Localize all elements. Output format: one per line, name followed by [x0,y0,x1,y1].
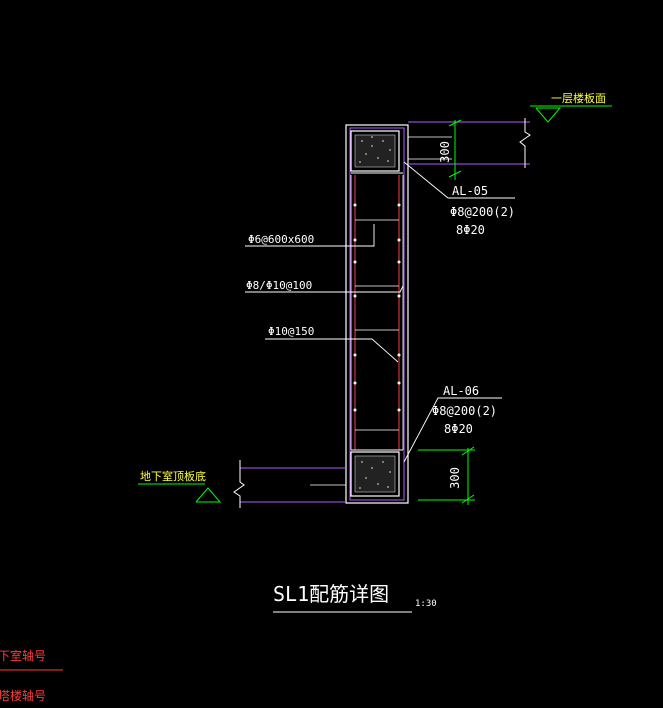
rebar-dots [353,203,401,412]
legend-tower-axis: 塔楼轴号 [0,688,46,703]
bottom-level-label: 地下室顶板底 [140,469,206,483]
top-slab [408,118,531,168]
drawing-title: SL1配筋详图 [273,582,389,606]
top-dimension [448,119,462,180]
top-dimension-value: 300 [438,141,452,163]
al06-leader [403,397,502,463]
legend-basement-axis: 下室轴号 [0,648,46,663]
beam-al06-section [350,451,400,497]
beam-al05-section [350,130,400,172]
wall-outer-outline [345,124,409,504]
top-break-line [519,118,531,168]
horizontal-bars-label: Φ8/Φ10@100 [246,279,312,292]
bottom-break-line [233,460,245,508]
al05-id: AL-05 [452,184,488,198]
wall-leaders [245,224,404,363]
wall-boundary-line [349,127,405,501]
bottom-dimension-value: 300 [448,467,462,489]
al06-main-bars: 8Φ20 [444,422,473,436]
top-level-label: 一层楼板面 [551,91,606,105]
top-level-mark [530,105,612,123]
bottom-level-mark [138,483,222,503]
al05-leader [403,161,515,199]
bottom-dimension [418,446,475,505]
al05-main-bars: 8Φ20 [456,223,485,237]
wall-section [345,124,409,504]
tie-bars-label: Φ6@600x600 [248,233,314,246]
al06-id: AL-06 [443,384,479,398]
vertical-bars-label: Φ10@150 [268,325,314,338]
bottom-slab [233,460,346,508]
drawing-scale: 1:30 [415,599,437,609]
al06-stirrup: Φ8@200(2) [432,404,497,418]
al05-stirrup: Φ8@200(2) [450,205,515,219]
